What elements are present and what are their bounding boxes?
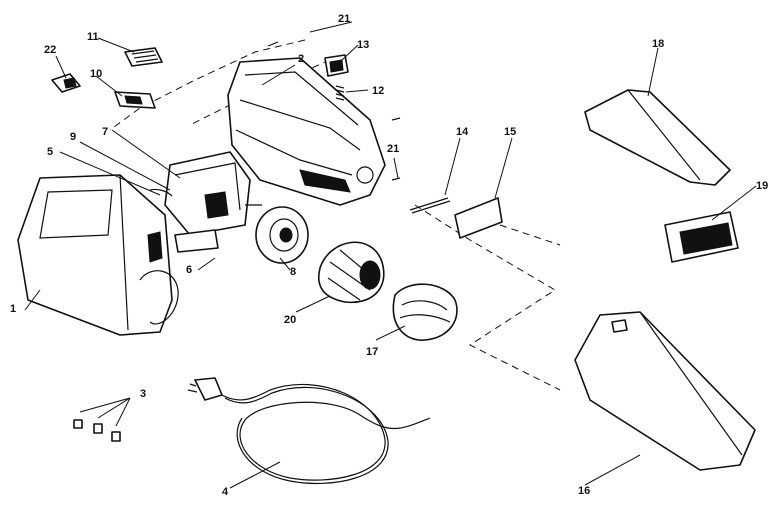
callout-8: 8	[290, 266, 297, 278]
part-10-switch	[114, 91, 156, 109]
part-16-dust-bowl	[574, 311, 756, 471]
callout-21-side: 21	[387, 143, 400, 155]
callout-19: 19	[756, 180, 769, 192]
callout-10: 10	[90, 68, 103, 80]
callout-3: 3	[140, 388, 147, 400]
callout-9: 9	[70, 131, 77, 143]
part-4-power-cord	[187, 377, 431, 484]
callout-16: 16	[578, 485, 591, 497]
callout-5: 5	[47, 146, 54, 158]
callout-18: 18	[652, 38, 665, 50]
part-18-crevice-nozzle	[584, 89, 731, 186]
callout-11: 11	[87, 31, 99, 43]
part-2-rear-housing	[227, 57, 386, 206]
part-12-spring	[335, 85, 345, 101]
callout-7: 7	[102, 126, 109, 138]
callout-20: 20	[284, 314, 297, 326]
part-1-front-housing	[17, 174, 179, 336]
callout-12: 12	[372, 85, 385, 97]
part-13-latch	[324, 54, 349, 77]
part-15-filter-frame	[454, 197, 503, 239]
part-14-filter-retainer	[409, 197, 451, 214]
callout-6: 6	[186, 264, 193, 276]
part-20-cone-filter	[318, 241, 385, 304]
part-8-fan-impeller	[255, 206, 309, 264]
part-17-filter-bag	[392, 283, 458, 341]
callout-1: 1	[10, 303, 17, 315]
part-21-screws	[267, 21, 401, 181]
part-5-motor-assembly	[149, 151, 262, 253]
callout-2: 2	[298, 53, 305, 65]
callout-13: 13	[357, 39, 370, 51]
callout-14: 14	[456, 126, 469, 138]
callout-15: 15	[504, 126, 517, 138]
part-22-switch-contact	[51, 73, 81, 93]
part-3-screws	[73, 397, 131, 442]
part-11-switch-button	[124, 47, 163, 67]
part-19-brush	[664, 211, 739, 263]
callout-17: 17	[366, 346, 379, 358]
callout-22: 22	[44, 44, 57, 56]
callout-leader-lines	[24, 37, 757, 489]
callout-21-top: 21	[338, 13, 351, 25]
callout-4: 4	[222, 486, 229, 498]
